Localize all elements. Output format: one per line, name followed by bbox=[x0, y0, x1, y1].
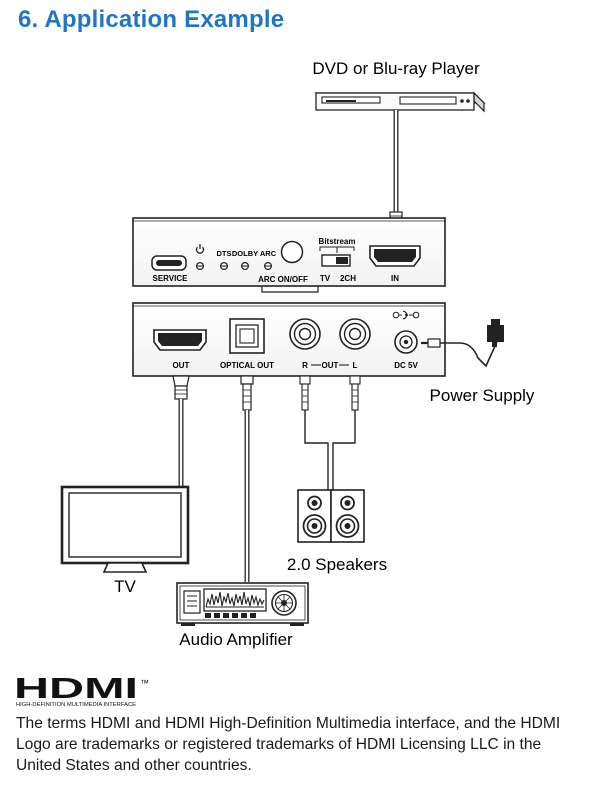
audio-amplifier-label: Audio Amplifier bbox=[179, 630, 293, 649]
service-port bbox=[151, 255, 187, 271]
optical-out-port bbox=[229, 318, 265, 354]
rca-right-plug bbox=[299, 375, 311, 411]
dc-power-jack bbox=[394, 330, 418, 354]
speaker-right-icon bbox=[330, 489, 365, 543]
dts-led bbox=[220, 262, 229, 271]
dolby-led bbox=[241, 262, 250, 271]
analog-l-label: L bbox=[353, 361, 358, 370]
rca-left-port bbox=[339, 318, 371, 350]
hdmi-in-label: IN bbox=[391, 274, 399, 283]
power-supply-label: Power Supply bbox=[430, 386, 535, 405]
hdmi-logo: HDMI ™ HIGH-DEFINITION MULTIMEDIA INTERF… bbox=[16, 676, 149, 708]
source-device-label: DVD or Blu-ray Player bbox=[312, 59, 480, 78]
hdmi-out-port bbox=[153, 329, 207, 351]
dc-5v-label: DC 5V bbox=[394, 361, 418, 370]
hdmi-in-port bbox=[369, 245, 421, 267]
switch-tv-label: TV bbox=[320, 274, 331, 283]
application-diagram: DVD or Blu-ray Player SERVICE DTS DOL bbox=[60, 59, 535, 649]
bitstream-switch bbox=[321, 254, 351, 267]
hdmi-out-label: OUT bbox=[173, 361, 190, 370]
dts-led-label: DTS bbox=[217, 249, 232, 258]
arc-button bbox=[280, 240, 304, 264]
rca-right-port bbox=[289, 318, 321, 350]
power-led bbox=[196, 262, 205, 271]
optical-out-label: OPTICAL OUT bbox=[220, 361, 274, 370]
power-icon bbox=[195, 244, 205, 254]
analog-r-label: R bbox=[302, 361, 308, 370]
rca-left-plug bbox=[349, 375, 361, 411]
dc-polarity-icon bbox=[392, 310, 420, 320]
arc-led-label: ARC bbox=[260, 249, 277, 258]
power-supply-icon bbox=[421, 319, 504, 368]
trademark-notice: The terms HDMI and HDMI High-Definition … bbox=[16, 715, 561, 774]
hdmi-tagline: HIGH-DEFINITION MULTIMEDIA INTERFACE bbox=[16, 702, 137, 708]
tv-icon bbox=[60, 485, 190, 573]
dvd-player-icon bbox=[314, 91, 486, 216]
arc-button-label: ARC ON/OFF bbox=[258, 275, 308, 284]
service-port-label: SERVICE bbox=[153, 274, 189, 283]
hdmi-trademark-symbol: ™ bbox=[140, 678, 149, 688]
switch-2ch-label: 2CH bbox=[340, 274, 356, 283]
analog-out-label: OUT bbox=[322, 361, 339, 370]
hdmi-wordmark: HDMI bbox=[16, 676, 138, 705]
bitstream-switch-title: Bitstream bbox=[319, 237, 356, 246]
dolby-led-label: DOLBY bbox=[232, 249, 258, 258]
optical-plug bbox=[240, 375, 254, 411]
speaker-left-icon bbox=[297, 489, 332, 543]
tv-label: TV bbox=[114, 577, 136, 596]
audio-amplifier-icon bbox=[176, 582, 309, 626]
hdmi-out-plug bbox=[172, 375, 190, 400]
section-heading: 6. Application Example bbox=[18, 6, 285, 33]
arc-led bbox=[264, 262, 273, 271]
speakers-label: 2.0 Speakers bbox=[287, 555, 387, 574]
